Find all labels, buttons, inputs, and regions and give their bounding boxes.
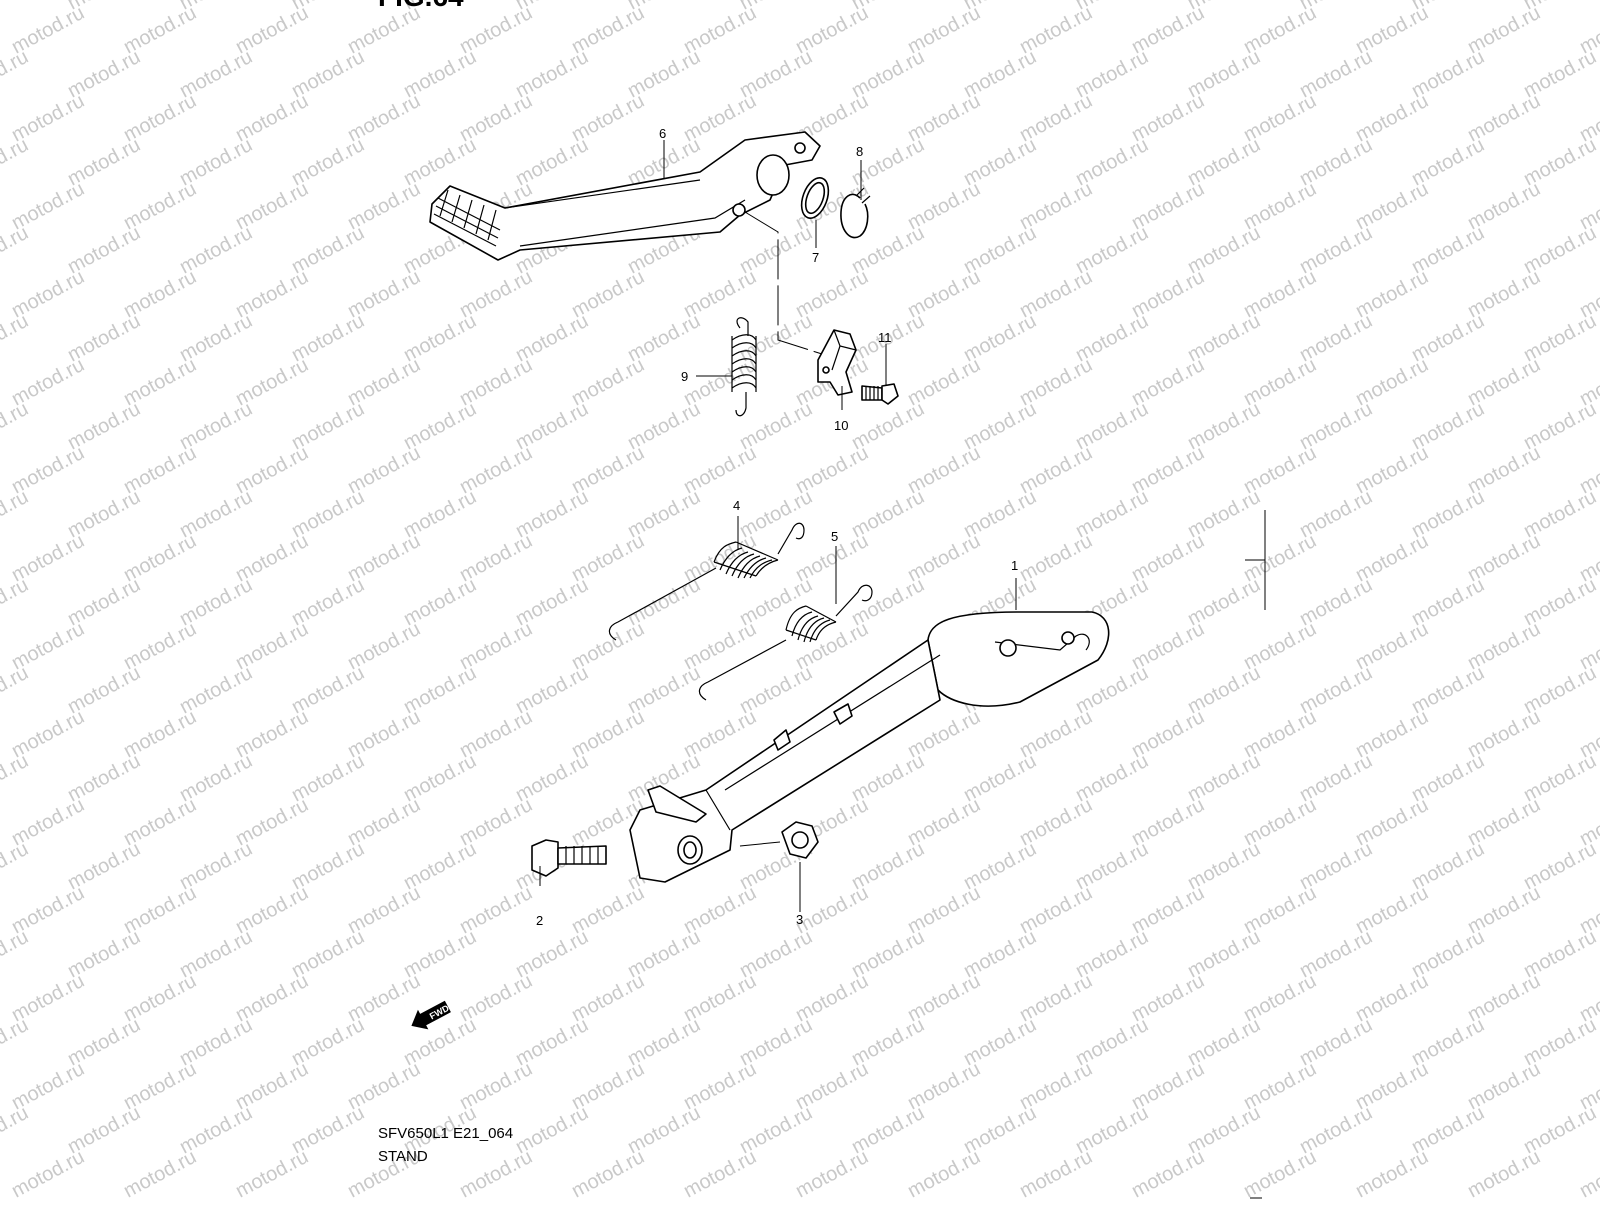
watermark-text: motod.ru [0,926,32,982]
watermark-text: motod.ru [0,398,32,454]
fwd-label: FWD [428,1003,451,1022]
pivot-bolt-part [531,839,607,877]
pedal-tread [433,189,501,247]
watermark-text: motod.ru [1576,1146,1600,1200]
stand-spring-upper-part [608,522,805,641]
nut-part [781,821,819,859]
side-stand-part [629,611,1110,883]
callout-11: 11 [878,330,892,345]
watermark-text: motod.ru [1128,1146,1208,1200]
watermark-text: motod.ru [1240,1146,1320,1200]
watermark-text: motod.ru [120,1146,200,1200]
watermark-text: motod.ru [0,838,32,894]
stand-spring-lower-part [698,584,873,701]
callout-6: 6 [659,126,666,141]
callout-2: 2 [536,913,543,928]
washer-part [800,177,830,219]
watermark-text: motod.ru [680,1146,760,1200]
callout-3: 3 [796,912,803,927]
diagram-code: SFV650L1 E21_064 [378,1125,514,1142]
watermark-text: motod.ru [1352,1146,1432,1200]
callout-9: 9 [681,369,688,384]
watermark-text: motod.ru [456,1146,536,1200]
watermark-text: motod.ru [1464,1146,1544,1200]
watermark-text: motod.ru [0,1014,32,1070]
callout-4: 4 [733,498,740,513]
watermark-text: motod.ru [232,1146,312,1200]
circlip-part [840,187,871,239]
watermark-text: motod.ru [0,486,32,542]
watermark-text: motod.ru [0,574,32,630]
watermark-text: motod.ru [792,1146,872,1200]
pedal-spring-part [731,317,757,417]
callout-8: 8 [856,144,863,159]
callout-10: 10 [834,418,848,433]
callout-5: 5 [831,529,838,544]
watermark-text: motod.ru [0,310,32,366]
watermark-text: motod.ru [0,662,32,718]
figure-title: FIG.64 [378,0,464,12]
bracket-bolt-part [861,383,899,405]
watermark-text: motod.ru [1016,1146,1096,1200]
brake-pedal-part [429,131,821,261]
callout-labels: 1 2 3 4 5 6 7 8 9 10 11 [536,126,1018,928]
watermark-text: motod.ru [0,750,32,806]
leader-lines [539,140,1266,912]
watermark-text: motod.ru [0,134,32,190]
watermark-text: motod.ru [0,222,32,278]
callout-1: 1 [1011,558,1018,573]
watermark-text: motod.ru [8,1146,88,1200]
diagram-name: STAND [378,1148,428,1165]
watermark-text: motod.ru [0,0,32,14]
watermark-text: motod.ru [904,1146,984,1200]
watermark-text: motod.ru [568,1146,648,1200]
callout-7: 7 [812,250,819,265]
watermark-text: motod.ru [0,1102,32,1158]
watermark-text: motod.ru [0,46,32,102]
pedal-bracket-part [817,329,857,396]
